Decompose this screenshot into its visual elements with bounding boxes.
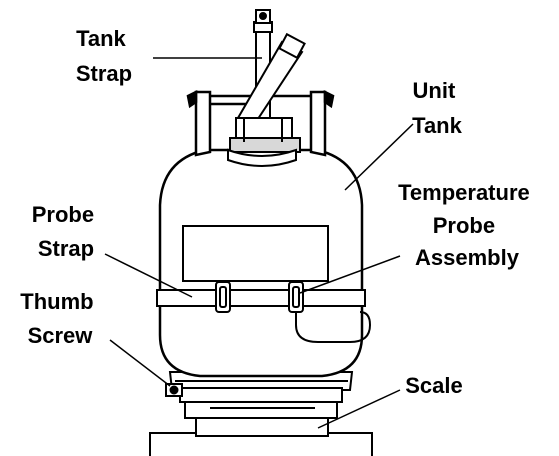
label-scale: Scale: [405, 373, 463, 398]
scale-base: [149, 399, 373, 456]
label-probe-strap: Probe Strap: [32, 202, 100, 261]
temperature-probe: [288, 281, 372, 343]
label-thumb-screw: Thumb Screw: [20, 289, 99, 348]
tank-label-plate: [182, 225, 329, 282]
valve-assembly: [227, 9, 306, 167]
leader-lines: [104, 57, 414, 429]
label-temperature-probe-assembly: Temperature Probe Assembly: [398, 180, 536, 270]
label-unit-tank: Unit Tank: [412, 78, 462, 138]
strap-buckle: [215, 281, 231, 313]
label-tank-strap: Tank Strap: [76, 26, 132, 86]
probe-strap-band: [156, 289, 366, 307]
thumb-screw: [165, 383, 183, 397]
